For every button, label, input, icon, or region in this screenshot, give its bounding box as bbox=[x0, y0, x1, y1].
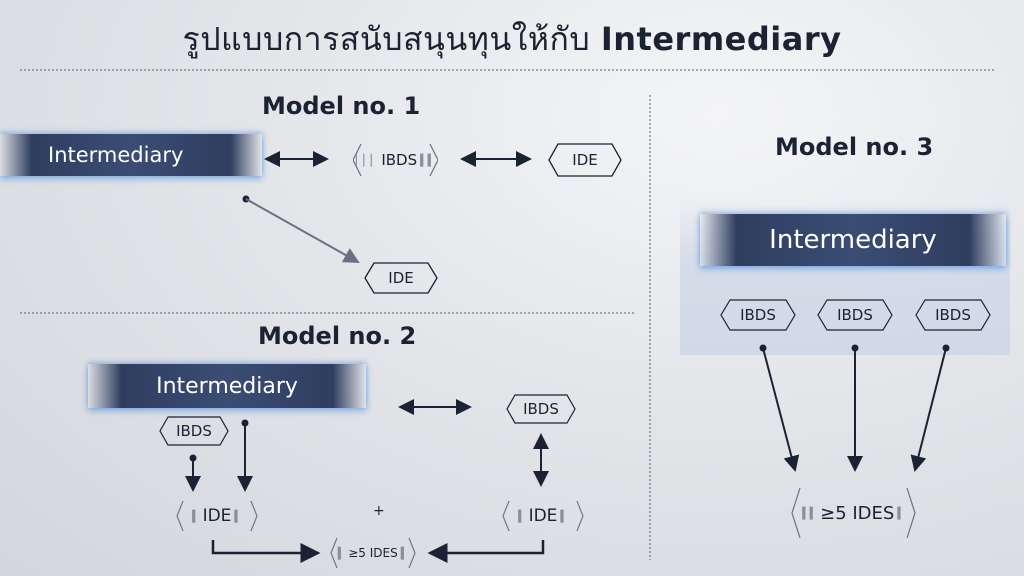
bars-icon: ▍▍ bbox=[802, 506, 818, 520]
bars-icon: ▍ bbox=[560, 509, 569, 523]
model3-ides-box: ▍▍≥5 IDES▍ bbox=[791, 487, 916, 539]
bars-icon: ▍ bbox=[234, 509, 243, 523]
model3-ibds-label-1: IBDS bbox=[740, 306, 776, 324]
title-thai-text: รูปแบบการสนับสนุนทุนให้กับ bbox=[182, 20, 601, 58]
model2-ides-box: ▍≥5 IDES▍ bbox=[330, 537, 416, 569]
model3-ibds-box-1: IBDS bbox=[720, 299, 796, 331]
model1-ibds-label: IBDS bbox=[381, 151, 418, 169]
bars-icon: ▏▏▏ bbox=[355, 153, 379, 167]
model2-ide-right-box: ▍IDE▍ bbox=[502, 500, 584, 532]
m2-arrow-ide-left-ides bbox=[211, 540, 321, 563]
model2-title: Model no. 2 bbox=[258, 322, 417, 350]
m2-arrow-ide-right-ides bbox=[427, 540, 545, 563]
bars-icon: ▍ bbox=[192, 509, 201, 523]
model1-title: Model no. 1 bbox=[262, 92, 421, 120]
model2-intermediary-banner: Intermediary bbox=[88, 364, 366, 408]
model1-ide-bottom-label: IDE bbox=[388, 269, 414, 287]
bars-icon: ▍▍ bbox=[420, 153, 436, 167]
model3-title: Model no. 3 bbox=[775, 133, 934, 161]
model1-ide-bottom-box: IDE bbox=[364, 262, 438, 294]
page-title: รูปแบบการสนับสนุนทุนให้กับ Intermediary bbox=[0, 14, 1024, 65]
m1-arrow-inter-ide bbox=[245, 198, 360, 263]
model3-ibds-label-3: IBDS bbox=[935, 306, 971, 324]
model2-ides-label: ≥5 IDES bbox=[348, 546, 398, 560]
model1-intermediary-banner: Intermediary bbox=[0, 134, 262, 176]
m3-arrow-1 bbox=[762, 347, 800, 472]
model1-ibds-box: ▏▏▏IBDS▍▍ bbox=[353, 143, 438, 177]
m3-arrow-3 bbox=[910, 347, 947, 472]
model2-ibds-right-box: IBDS bbox=[506, 394, 576, 424]
model3-intermediary-banner: Intermediary bbox=[700, 214, 1006, 266]
bars-icon: ▍ bbox=[337, 546, 347, 560]
bars-icon: ▍ bbox=[518, 509, 527, 523]
model2-ide-left-label: IDE bbox=[202, 506, 232, 526]
model1-ide-right-label: IDE bbox=[572, 151, 598, 169]
model2-ide-left-box: ▍IDE▍ bbox=[176, 500, 258, 532]
model1-ide-right-box: IDE bbox=[548, 143, 622, 177]
model2-plus-sign: + bbox=[373, 503, 385, 519]
model2-ibds-left-box: IBDS bbox=[159, 416, 229, 446]
model3-ibds-label-2: IBDS bbox=[837, 306, 873, 324]
model3-ibds-box-2: IBDS bbox=[817, 299, 893, 331]
model3-ides-label: ≥5 IDES bbox=[820, 502, 895, 524]
model2-ibds-right-label: IBDS bbox=[523, 400, 559, 418]
model2-ibds-left-label: IBDS bbox=[176, 422, 212, 440]
model3-ibds-box-3: IBDS bbox=[915, 299, 991, 331]
bars-icon: ▍ bbox=[897, 506, 906, 520]
title-bold-text: Intermediary bbox=[600, 20, 842, 58]
model2-ide-right-label: IDE bbox=[528, 506, 558, 526]
bars-icon: ▍ bbox=[400, 546, 410, 560]
